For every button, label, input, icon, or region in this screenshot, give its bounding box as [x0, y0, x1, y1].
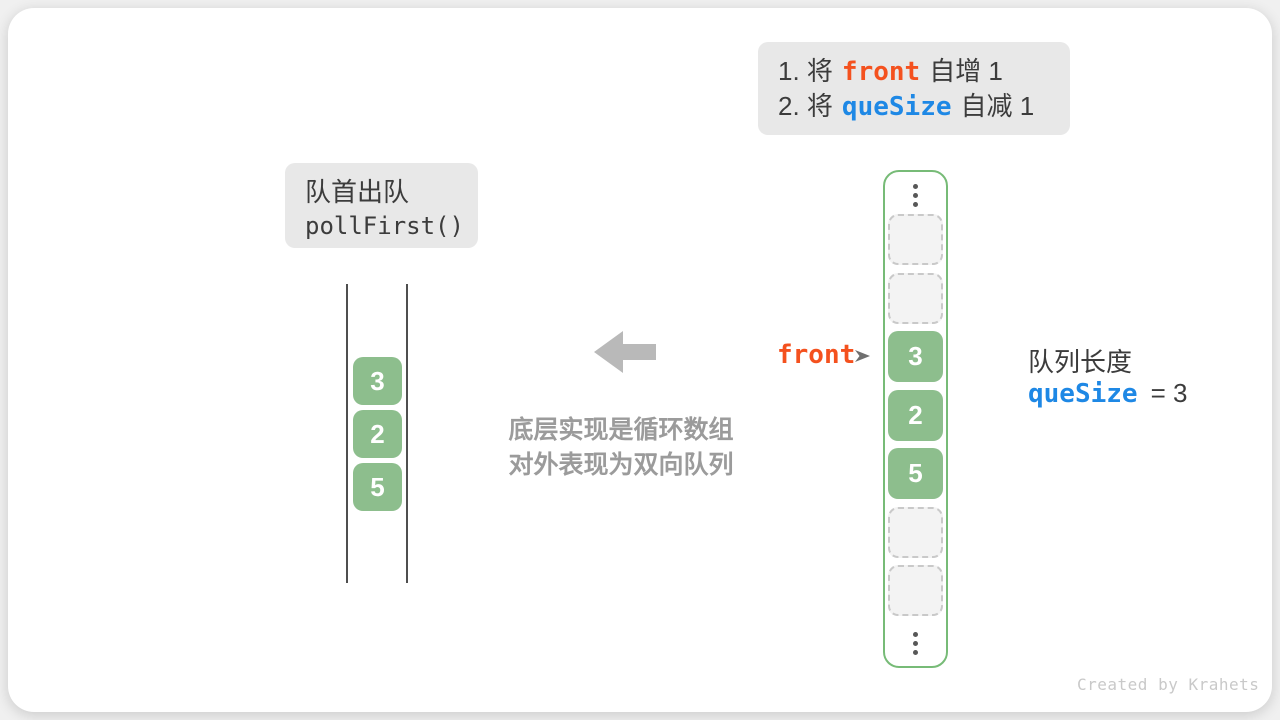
queue-rail-left — [346, 284, 348, 583]
array-slot-filled: 2 — [888, 389, 943, 441]
queue-cell: 2 — [353, 410, 402, 458]
queue-rail-right — [406, 284, 408, 583]
array-slot-empty — [888, 506, 943, 558]
operation-method: pollFirst() — [305, 211, 464, 240]
quesize-value: = 3 — [1150, 378, 1188, 408]
step-line-1: 1. 将 front 自增 1 — [778, 54, 1070, 89]
operation-label-box: 队首出队 pollFirst() — [285, 163, 478, 248]
operation-title: 队首出队 — [305, 176, 410, 207]
quesize-value-keyword: queSize — [1028, 379, 1138, 409]
queue-length-value-line: queSize = 3 — [1028, 377, 1187, 410]
step-note-box: 1. 将 front 自增 1 2. 将 queSize 自减 1 — [758, 42, 1070, 135]
queue-cell: 3 — [353, 357, 402, 405]
step-2-prefix: 2. 将 — [778, 90, 833, 121]
watermark: Created by Krahets — [1077, 675, 1260, 694]
caption-line-1: 底层实现是循环数组 — [508, 416, 734, 444]
center-caption: 底层实现是循环数组 对外表现为双向队列 — [490, 413, 752, 483]
array-slot-empty — [888, 214, 943, 265]
ellipsis-bottom-icon — [885, 632, 946, 655]
step-2-suffix: 自减 1 — [960, 90, 1035, 121]
caption-line-2: 对外表现为双向队列 — [508, 451, 734, 479]
queue-length-title: 队列长度 — [1028, 347, 1133, 377]
queue-cell: 5 — [353, 463, 402, 511]
left-block-arrow-icon — [594, 331, 656, 378]
front-pointer-arrow-icon — [855, 349, 870, 367]
step-1-prefix: 1. 将 — [778, 55, 833, 86]
array-slot-filled: 5 — [888, 448, 943, 499]
front-keyword: front — [841, 56, 921, 87]
ellipsis-top-icon — [885, 184, 946, 207]
quesize-keyword: queSize — [841, 91, 952, 122]
step-line-2: 2. 将 queSize 自减 1 — [778, 89, 1070, 124]
abstract-queue-cells: 3 2 5 — [353, 357, 402, 511]
array-slot-empty — [888, 565, 943, 616]
front-pointer-label: front — [777, 340, 856, 370]
array-slot-filled: 3 — [888, 331, 943, 382]
circular-array-slots: 3 2 5 — [888, 214, 943, 616]
array-slot-empty — [888, 272, 943, 324]
step-1-suffix: 自增 1 — [929, 55, 1003, 86]
circular-array-container: 3 2 5 — [883, 170, 948, 668]
